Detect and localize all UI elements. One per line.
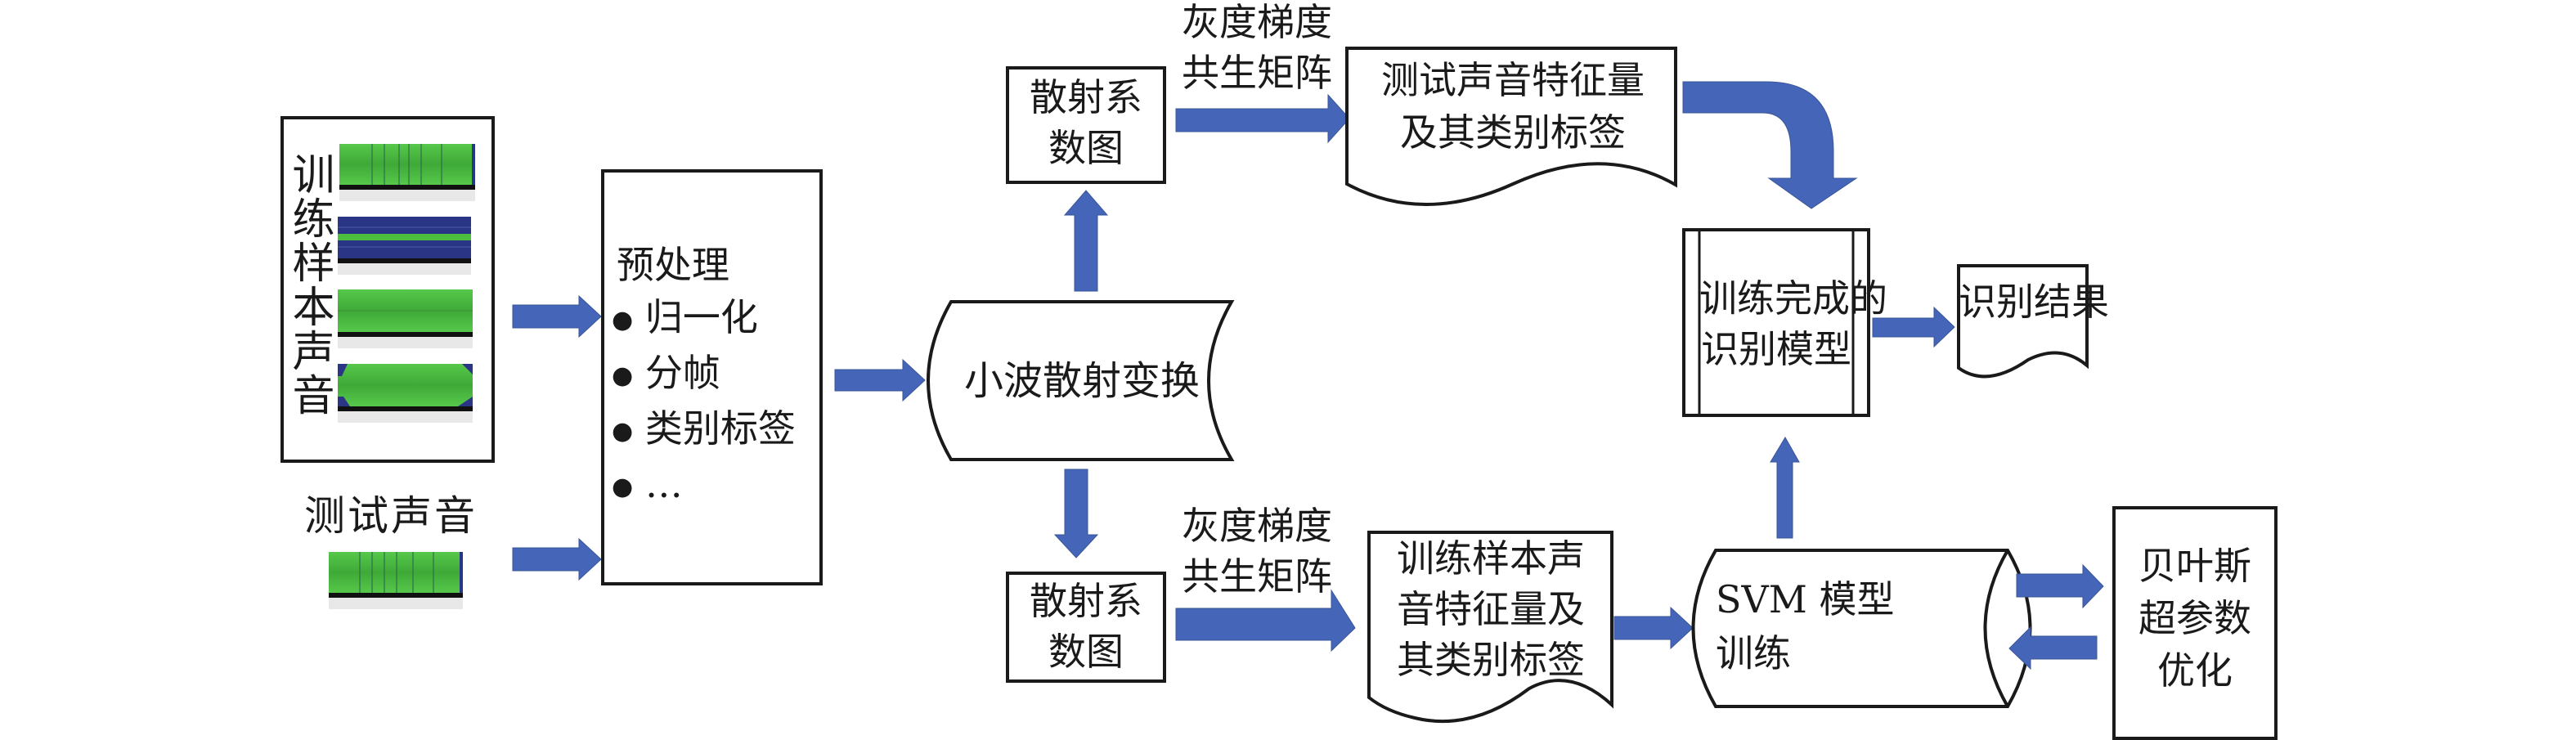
wavelet-transform-shape — [927, 300, 1235, 461]
scatter-map-bottom-label: 散射系 数图 — [1030, 579, 1142, 674]
test-sound-label: 测试声音 — [304, 492, 478, 540]
spectrogram-4 — [338, 364, 473, 423]
glcm-top-label: 灰度梯度 共生矩阵 — [1182, 0, 1332, 95]
arrow-bayes-to-svm — [2008, 626, 2098, 670]
preprocess-item: ● 归一化 — [612, 295, 758, 339]
preprocess-item: ● 分帧 — [612, 351, 720, 395]
test-features-label: 测试声音特征量 及其类别标签 — [1381, 58, 1645, 155]
glcm-bottom-label: 灰度梯度 共生矩阵 — [1182, 504, 1332, 599]
arrow-model-to-result — [1872, 306, 1955, 348]
training-samples-label: 训练样本声音 — [285, 152, 334, 417]
arrow-test-to-preprocess — [512, 537, 602, 581]
preprocess-item: ● 类别标签 — [612, 406, 796, 451]
arrow-wavelet-to-scatter-bottom — [1053, 469, 1099, 558]
arrow-train-to-preprocess — [512, 294, 602, 339]
arrow-preprocess-to-wavelet — [834, 358, 926, 402]
result-label: 识别结果 — [1959, 280, 2109, 324]
result-doc — [1957, 264, 2089, 379]
preprocess-box — [601, 169, 823, 585]
scatter-map-top-box — [1006, 66, 1166, 184]
bayes-label: 贝叶斯 超参数 优化 — [2138, 544, 2251, 693]
arrow-test-features-to-model — [1682, 81, 1858, 209]
arrow-train-features-to-svm — [1613, 606, 1694, 650]
test-spectrogram — [329, 552, 463, 609]
train-features-label: 训练样本声 音特征量及 其类别标签 — [1397, 536, 1585, 682]
arrow-svm-to-model — [1770, 437, 1800, 539]
trained-model-label: 训练完成的 识别模型 — [1699, 276, 1887, 371]
svm-label: SVM 模型 训练 — [1716, 577, 1895, 675]
arrow-svm-to-bayes — [2016, 563, 2104, 609]
scatter-map-bottom-box — [1006, 572, 1166, 683]
preprocess-list: 预处理 ● 归一化 ● 分帧 ● 类别标签 ● … — [612, 239, 796, 514]
train-features-doc — [1367, 531, 1613, 724]
arrow-wavelet-to-scatter-top — [1063, 190, 1109, 292]
bayes-box — [2112, 506, 2278, 740]
test-features-doc — [1345, 47, 1677, 206]
spectrogram-1 — [339, 144, 475, 201]
scatter-map-top-label: 散射系 数图 — [1030, 75, 1142, 170]
spectrogram-3 — [338, 289, 473, 348]
wavelet-transform-label: 小波散射变换 — [963, 358, 1200, 404]
trained-model-box — [1682, 228, 1870, 417]
arrow-scatter-top-to-test-features — [1175, 93, 1350, 144]
spectrogram-2 — [338, 217, 471, 275]
preprocess-item: ● … — [612, 462, 683, 506]
preprocess-title: 预处理 — [617, 243, 729, 287]
arrow-scatter-bottom-to-train-features — [1175, 589, 1356, 653]
